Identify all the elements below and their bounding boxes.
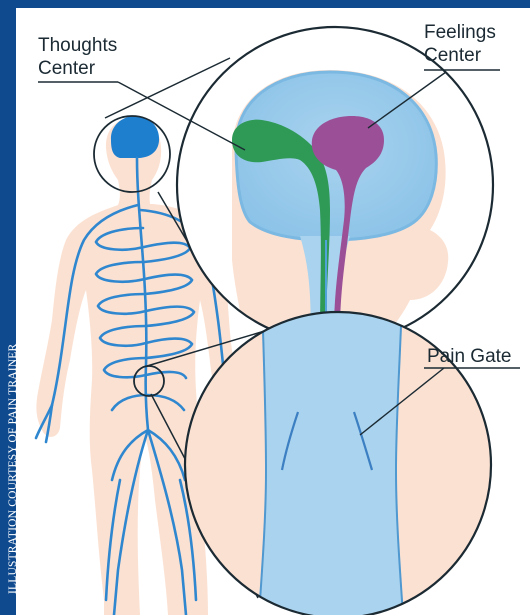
thoughts-center-label-line2: Center: [38, 58, 96, 79]
pain-gate-label: Pain Gate: [427, 346, 512, 367]
feelings-center-label-line2: Center: [424, 45, 482, 66]
thoughts-center-label-line1: Thoughts: [38, 35, 117, 56]
spinal-cord-section: [258, 300, 404, 615]
feelings-center-label-line1: Feelings: [424, 22, 496, 43]
